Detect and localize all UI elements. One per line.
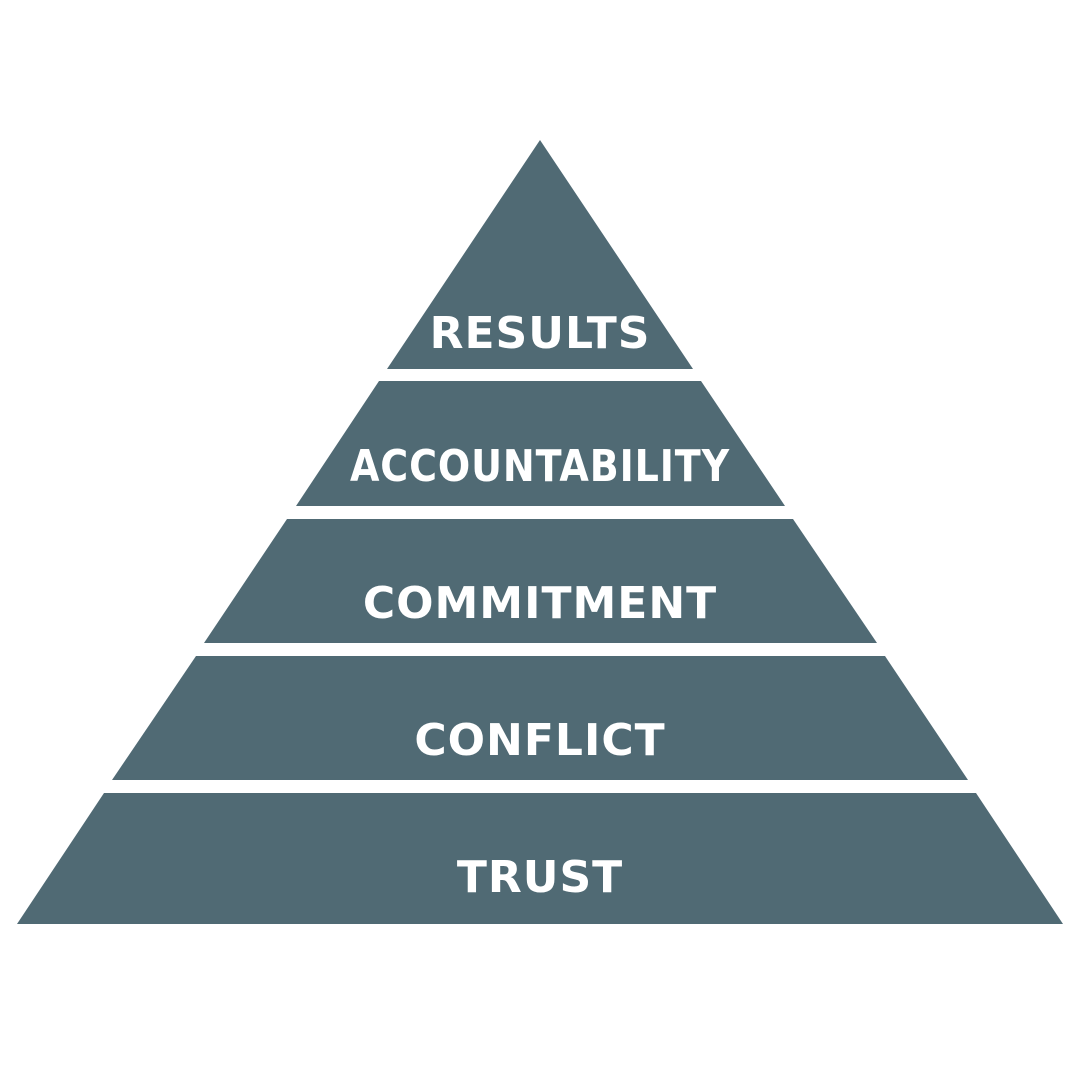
pyramid-layer-trust: TRUST [17,793,1063,924]
pyramid-layer-accountability-shape [296,381,785,506]
pyramid-layer-results: RESULTS [387,140,693,369]
pyramid-layer-accountability-label: ACCOUNTABILITY [350,441,730,492]
pyramid-layer-conflict: CONFLICT [112,656,968,780]
pyramid-layer-commitment: COMMITMENT [204,519,877,643]
pyramid-layer-accountability: ACCOUNTABILITY [296,381,785,506]
pyramid-layer-results-shape [387,140,693,369]
pyramid-layer-conflict-shape [112,656,968,780]
pyramid-layer-conflict-label: CONFLICT [414,715,665,766]
pyramid-layer-trust-shape [17,793,1063,924]
pyramid-layer-commitment-shape [204,519,877,643]
pyramid-layer-commitment-label: COMMITMENT [363,578,717,629]
pyramid-layer-results-label: RESULTS [430,308,651,359]
pyramid-layer-trust-label: TRUST [457,852,623,903]
